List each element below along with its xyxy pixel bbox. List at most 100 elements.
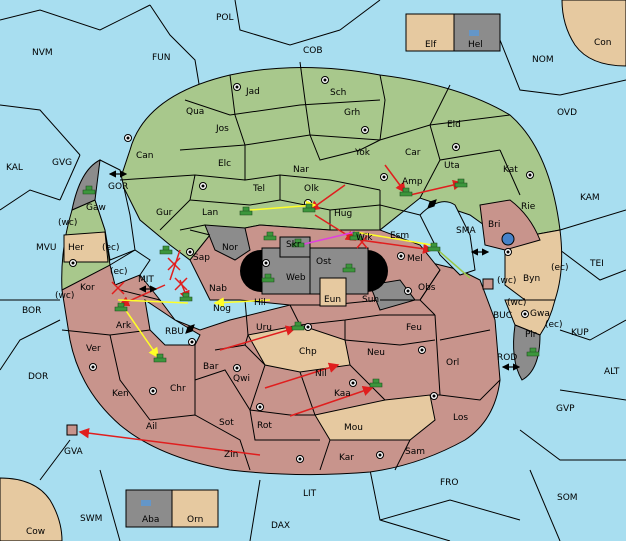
label-gaw: Gaw — [86, 203, 106, 213]
label-elf: Elf — [425, 40, 437, 50]
label-cow: Cow — [26, 527, 45, 537]
label-pir: Pir — [525, 330, 537, 340]
label-feu: Feu — [406, 323, 422, 333]
label-mel: Mel — [407, 254, 423, 264]
label-nar: Nar — [293, 165, 309, 175]
province-orn[interactable] — [171, 489, 219, 528]
province-her[interactable] — [63, 231, 109, 263]
label-sun: Sun — [362, 295, 379, 305]
units — [82, 178, 540, 388]
label-gvp: GVP — [556, 404, 575, 414]
label-bri: Bri — [488, 220, 500, 230]
label-esm: Esm — [390, 231, 409, 241]
label-ken: Ken — [112, 389, 129, 399]
label-mit: MIT — [138, 275, 154, 285]
label-swm: SWM — [80, 514, 102, 524]
label-ec-gwa: (ec) — [545, 320, 563, 330]
label-uru: Uru — [256, 323, 272, 333]
province-bri[interactable] — [479, 199, 541, 251]
label-kam: KAM — [580, 193, 600, 203]
label-eld: Eld — [447, 120, 461, 130]
label-kal: KAL — [6, 163, 23, 173]
label-sch: Sch — [330, 88, 346, 98]
label-ec-kor: (ec) — [110, 267, 128, 277]
label-olk: Olk — [304, 184, 320, 194]
label-ost: Ost — [316, 257, 332, 267]
label-rbu: RBU — [165, 327, 184, 337]
province-eun[interactable] — [319, 277, 347, 307]
label-buc: BUC — [493, 311, 512, 321]
label-nog: Nog — [213, 304, 231, 314]
label-ec-her: (ec) — [102, 243, 120, 253]
province-con[interactable] — [561, 0, 626, 67]
label-sap: Sap — [193, 253, 210, 263]
label-gva: GVA — [64, 447, 84, 457]
label-ver: Ver — [86, 344, 101, 354]
label-ark: Ark — [116, 321, 132, 331]
label-nor: Nor — [222, 243, 238, 253]
label-lit: LIT — [303, 489, 317, 499]
label-tel: Tel — [252, 184, 265, 194]
neutral-units — [66, 30, 515, 506]
label-web: Web — [286, 273, 306, 283]
label-pol: POL — [216, 13, 234, 23]
label-wc-her: (wc) — [58, 218, 77, 228]
label-wc-kor: (wc) — [55, 291, 74, 301]
label-nab: Nab — [209, 284, 227, 294]
label-ovd: OVD — [557, 108, 577, 118]
label-lan: Lan — [202, 208, 218, 218]
label-aba: Aba — [142, 515, 159, 525]
label-chp: Chp — [299, 347, 317, 357]
label-mou: Mou — [344, 423, 363, 433]
label-grh: Grh — [344, 108, 360, 118]
label-bor: BOR — [22, 306, 41, 316]
province-aba[interactable] — [125, 489, 173, 528]
sea-mit[interactable] — [109, 249, 151, 286]
label-jos: Jos — [215, 124, 229, 134]
label-rot: Rot — [257, 421, 272, 431]
label-sma: SMA — [456, 226, 476, 236]
adjacency-markers — [108, 170, 521, 371]
label-orl: Orl — [446, 358, 459, 368]
label-hug: Hug — [334, 209, 352, 219]
supply-centers — [69, 76, 534, 463]
label-kaa: Kaa — [334, 389, 351, 399]
label-kar: Kar — [339, 453, 354, 463]
label-dor: DOR — [28, 372, 48, 382]
label-kat: Kat — [503, 165, 518, 175]
label-gvg: GVG — [52, 158, 72, 168]
label-con: Con — [594, 38, 612, 48]
province-cow[interactable] — [0, 477, 63, 541]
province-labels: POL COB NVM FUN NOM Con Elf Hel OVD KAL … — [6, 13, 620, 537]
label-dax: DAX — [271, 521, 290, 531]
province-nor-gray[interactable] — [204, 224, 251, 261]
label-gur: Gur — [156, 208, 173, 218]
label-som: SOM — [557, 493, 578, 503]
label-eun: Eun — [324, 295, 341, 305]
label-ec-byn: (ec) — [551, 263, 569, 273]
label-elc: Elc — [218, 159, 231, 169]
label-los: Los — [453, 413, 468, 423]
label-uta: Uta — [444, 161, 460, 171]
label-hel: Hel — [468, 40, 483, 50]
label-mvu: MVU — [36, 243, 57, 253]
label-gor: GOR — [108, 182, 128, 192]
label-sam: Sam — [405, 447, 425, 457]
label-zin: Zin — [224, 450, 238, 460]
label-cob: COB — [303, 46, 323, 56]
label-alt: ALT — [604, 367, 620, 377]
label-nvm: NVM — [32, 48, 53, 58]
label-wik: Wik — [356, 233, 373, 243]
label-fro: FRO — [440, 478, 459, 488]
label-gwa: Gwa — [530, 309, 550, 319]
label-qua: Qua — [186, 107, 204, 117]
label-skr: Skr — [286, 240, 301, 250]
label-bar: Bar — [203, 362, 219, 372]
label-byn: Byn — [523, 274, 540, 284]
label-ail: Ail — [146, 422, 157, 432]
label-can: Can — [136, 151, 154, 161]
label-fun: FUN — [152, 53, 171, 63]
